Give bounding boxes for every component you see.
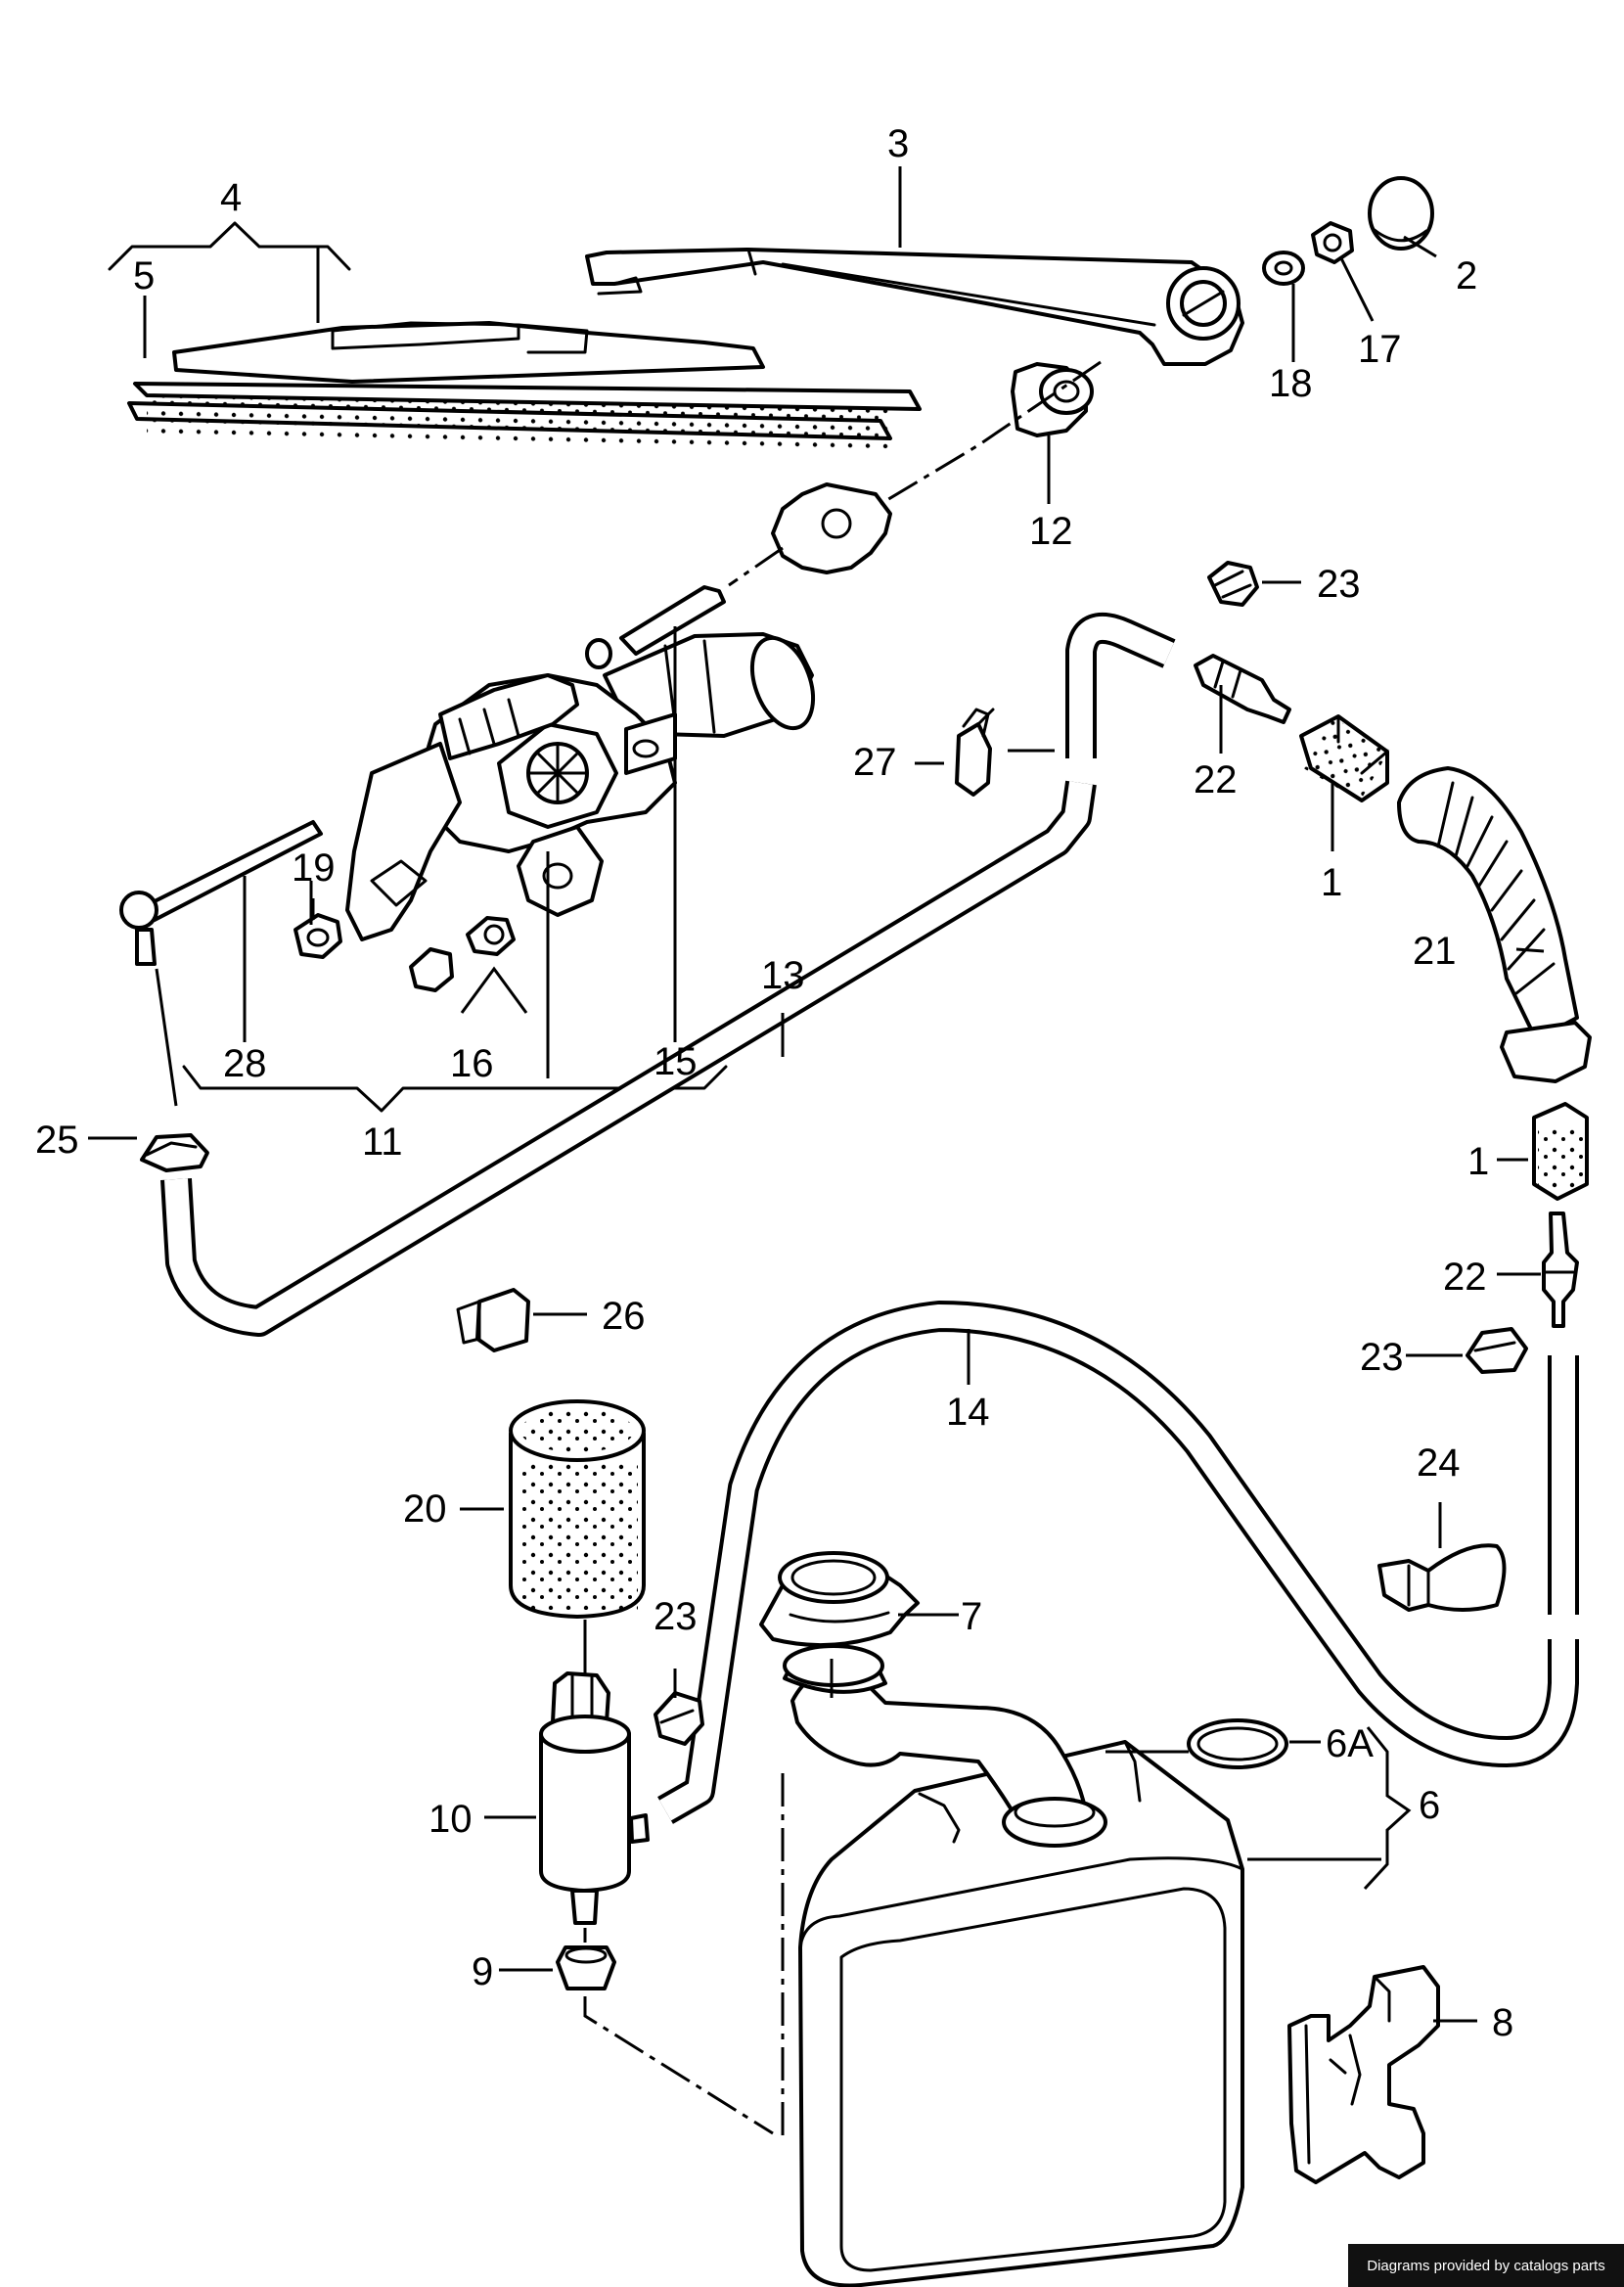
axis-line-pump [583, 1928, 774, 2135]
callout-23-right: 23 [1360, 1336, 1404, 1379]
pump-seal[interactable] [556, 1945, 616, 1990]
reservoir-bracket[interactable] [1287, 1965, 1440, 2184]
nozzle-connector-22-right[interactable] [1542, 1212, 1579, 1328]
callout-22-right: 22 [1443, 1256, 1487, 1299]
nut[interactable] [1311, 221, 1354, 264]
bracket-11 [182, 1065, 728, 1113]
callout-25: 25 [35, 1119, 79, 1162]
washer-pump[interactable] [539, 1671, 650, 1925]
callout-16: 16 [450, 1042, 494, 1085]
callout-10: 10 [429, 1798, 473, 1841]
callout-labels: 3 4 5 2 17 18 12 23 27 22 1 21 19 13 28 … [35, 122, 1513, 2044]
callout-27: 27 [853, 741, 897, 784]
filter[interactable] [509, 1399, 646, 1619]
callout-12: 12 [1029, 510, 1073, 553]
callout-22-top: 22 [1194, 758, 1238, 801]
callout-13: 13 [761, 954, 805, 997]
callout-1-top: 1 [1321, 861, 1342, 904]
callout-7: 7 [961, 1595, 982, 1638]
hose-clip-26[interactable] [456, 1288, 530, 1352]
callout-2: 2 [1456, 254, 1477, 297]
bushing[interactable] [1011, 362, 1094, 437]
callout-18: 18 [1269, 362, 1313, 405]
callout-17: 17 [1358, 328, 1402, 371]
hose-clamp-23-top[interactable] [1207, 561, 1259, 607]
callout-21: 21 [1413, 930, 1457, 973]
check-valve-1-right[interactable] [1532, 1102, 1589, 1201]
gasket[interactable] [771, 482, 892, 574]
callout-24: 24 [1417, 1441, 1461, 1485]
callout-19: 19 [292, 846, 336, 890]
callout-23-top: 23 [1317, 563, 1361, 606]
nozzle-connector-22-top[interactable] [1194, 654, 1291, 724]
corrugated-hose-21[interactable] [1397, 766, 1592, 1083]
cable-tie[interactable] [1377, 1543, 1507, 1612]
footer-credit: Diagrams provided by catalogs parts [1348, 2244, 1624, 2287]
callout-26: 26 [602, 1295, 646, 1338]
callout-1-right: 1 [1467, 1140, 1489, 1183]
check-valve-1-top[interactable] [1299, 714, 1390, 802]
callout-leaders [88, 166, 1545, 2023]
rubber-grommets[interactable] [409, 916, 516, 992]
grommet[interactable] [293, 913, 342, 959]
callout-5: 5 [133, 254, 155, 297]
linkage-rod[interactable] [119, 820, 323, 966]
callout-6a: 6A [1326, 1722, 1374, 1765]
reservoir-cap[interactable] [759, 1551, 920, 1648]
callout-4: 4 [220, 176, 242, 219]
hose-clamp-23-right[interactable] [1466, 1327, 1528, 1374]
callout-23-pump: 23 [654, 1595, 698, 1638]
axis-line-pin [728, 546, 784, 587]
callout-6: 6 [1419, 1784, 1440, 1827]
callout-15: 15 [654, 1040, 698, 1083]
wiper-motor[interactable] [345, 629, 825, 941]
washer[interactable] [1262, 251, 1305, 286]
drive-pin[interactable] [619, 585, 726, 656]
callout-20: 20 [403, 1487, 447, 1531]
callout-14: 14 [946, 1391, 990, 1434]
callout-8: 8 [1492, 2001, 1513, 2044]
nut-cap[interactable] [1368, 176, 1434, 251]
wiper-arm[interactable] [585, 248, 1244, 366]
callout-28: 28 [223, 1042, 267, 1085]
washer-reservoir[interactable] [783, 1644, 1244, 2287]
callout-3: 3 [887, 122, 909, 165]
hose-clamp-25[interactable] [140, 1133, 209, 1172]
callout-11: 11 [362, 1121, 403, 1164]
axis-line-12 [880, 360, 1102, 506]
callout-9: 9 [472, 1950, 493, 1993]
wiper-blade[interactable] [127, 321, 922, 450]
bracket-4 [108, 221, 351, 271]
hose-clip-27[interactable] [955, 708, 995, 797]
